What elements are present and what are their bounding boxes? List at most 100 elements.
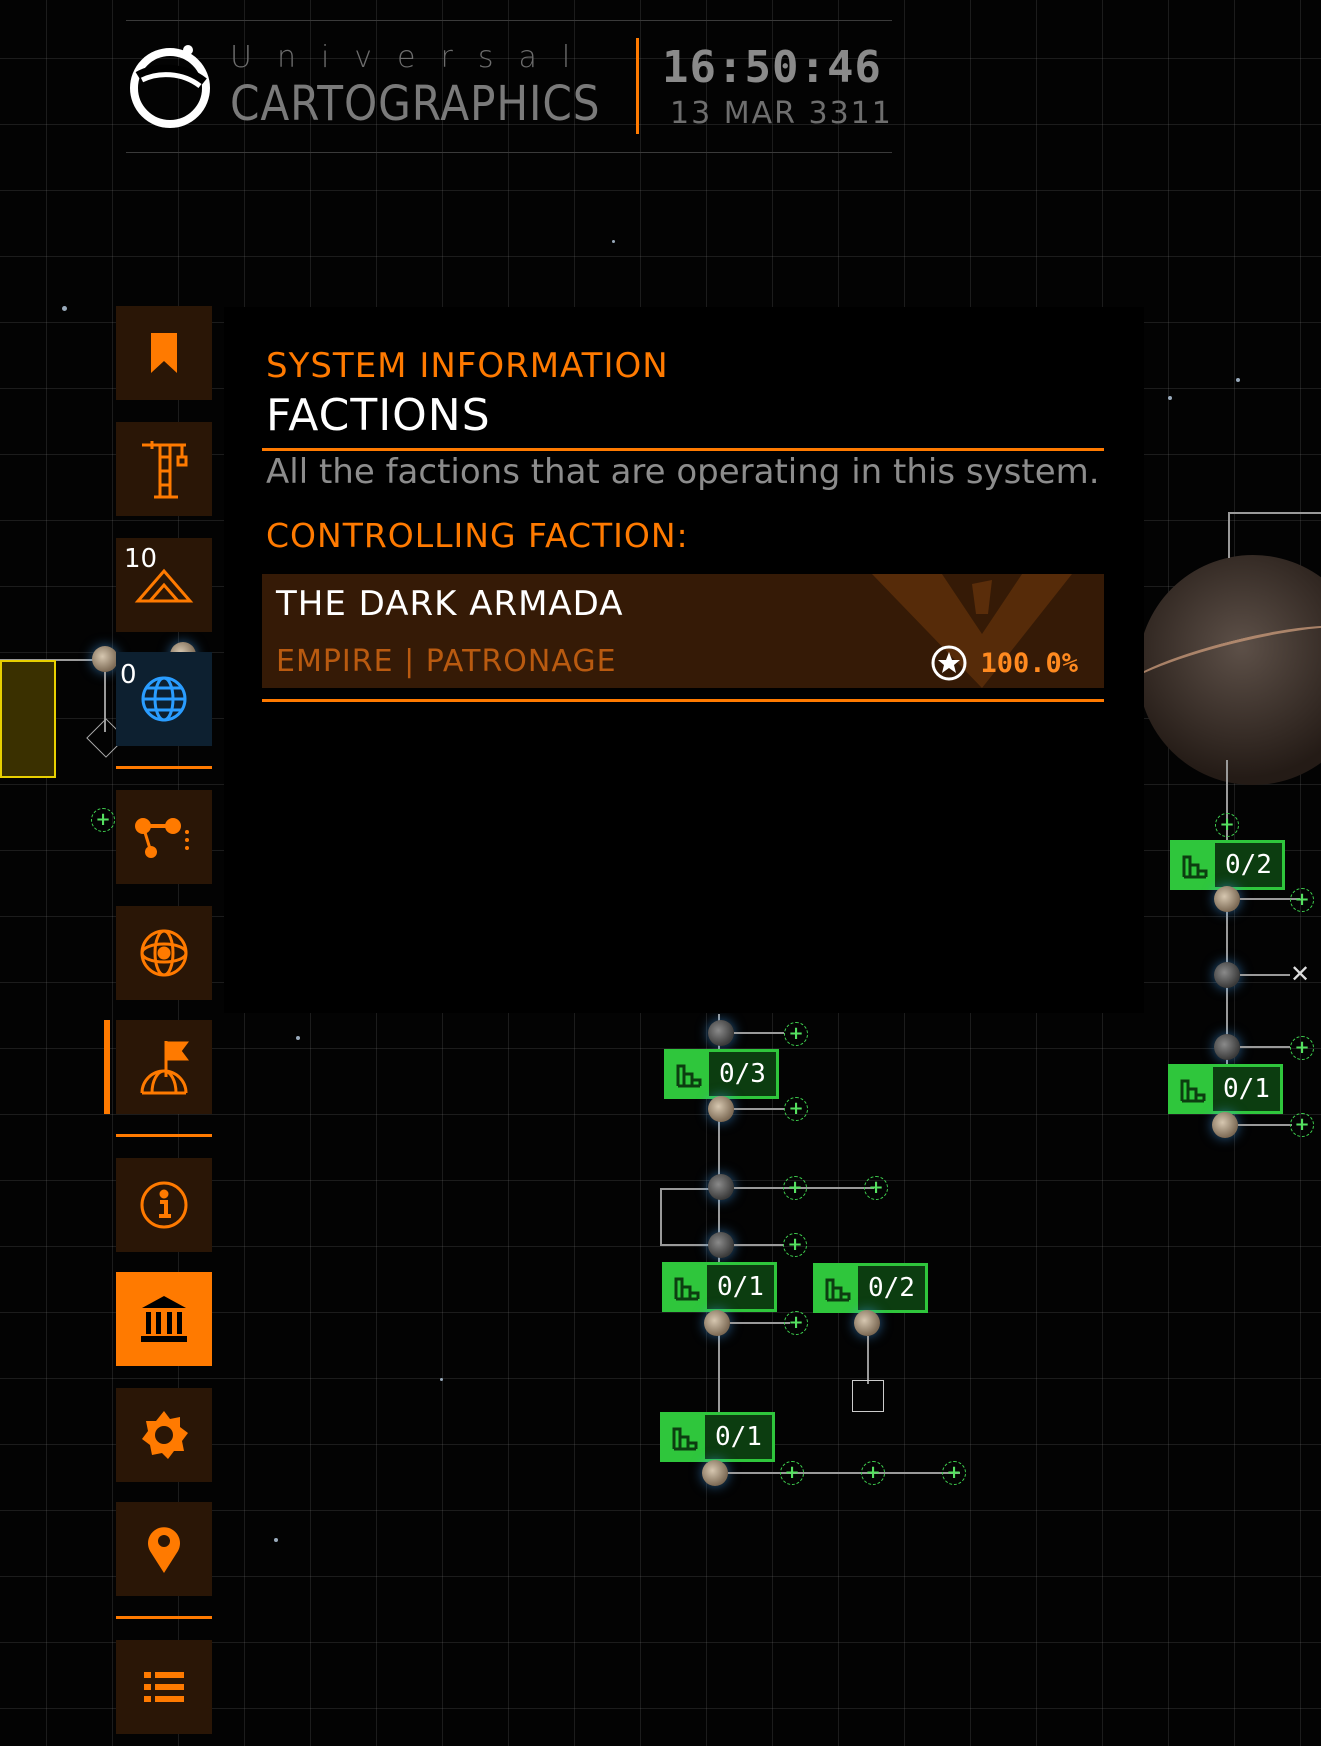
bookmark-icon bbox=[151, 333, 177, 373]
map-body bbox=[1212, 1112, 1238, 1138]
map-body bbox=[708, 1096, 734, 1122]
panel-kicker: SYSTEM INFORMATION bbox=[266, 346, 669, 386]
construction-crane-icon bbox=[142, 441, 188, 499]
station-marker-yellow bbox=[0, 660, 56, 778]
brand-main-text: CARTOGRAPHICS bbox=[230, 76, 601, 132]
map-body bbox=[92, 646, 118, 672]
menu-factions-button[interactable] bbox=[116, 1272, 212, 1366]
map-body bbox=[1214, 1034, 1240, 1060]
menu-ports-button[interactable] bbox=[116, 538, 212, 632]
gas-giant-planet bbox=[1138, 555, 1321, 785]
controlling-faction-label: CONTROLLING FACTION: bbox=[266, 516, 689, 555]
construction-icon bbox=[667, 1052, 709, 1096]
map-link bbox=[734, 1244, 784, 1246]
construction-site-badge[interactable]: 0/2 bbox=[813, 1263, 928, 1313]
construction-site-badge[interactable]: 0/2 bbox=[1170, 840, 1285, 890]
menu-location-button[interactable] bbox=[116, 1502, 212, 1596]
add-node-button[interactable]: + bbox=[864, 1176, 888, 1200]
faction-influence: 100.0% bbox=[930, 644, 1078, 682]
add-node-button[interactable]: + bbox=[91, 808, 115, 832]
menu-list-button[interactable] bbox=[116, 1640, 212, 1734]
map-link bbox=[104, 672, 106, 732]
add-node-button[interactable]: + bbox=[784, 1311, 808, 1335]
faction-card[interactable]: THE DARK ARMADA EMPIRE | PATRONAGE 100.0… bbox=[262, 574, 1104, 688]
add-node-button[interactable]: + bbox=[783, 1233, 807, 1257]
map-body bbox=[708, 1174, 734, 1200]
menu-colonisation-button[interactable] bbox=[116, 1020, 212, 1114]
map-link bbox=[1240, 974, 1290, 976]
menu-separator bbox=[116, 766, 212, 769]
route-icon bbox=[135, 818, 189, 858]
planet-flag-icon bbox=[140, 1041, 189, 1095]
map-body bbox=[708, 1232, 734, 1258]
map-body bbox=[708, 1020, 734, 1046]
menu-active-indicator bbox=[104, 1020, 110, 1114]
star bbox=[62, 306, 67, 311]
map-link bbox=[728, 1472, 960, 1474]
map-link bbox=[1240, 898, 1300, 900]
faction-name: THE DARK ARMADA bbox=[276, 584, 624, 624]
menu-info-button[interactable] bbox=[116, 1158, 212, 1252]
construction-icon bbox=[665, 1265, 707, 1309]
settlement-marker: ✕ bbox=[1290, 960, 1311, 988]
menu-separator bbox=[116, 1616, 212, 1619]
construction-site-badge[interactable]: 0/1 bbox=[662, 1262, 777, 1312]
construction-icon bbox=[1171, 1067, 1213, 1111]
map-body bbox=[854, 1310, 880, 1336]
universal-cartographics-logo bbox=[130, 45, 210, 128]
map-link bbox=[734, 1032, 784, 1034]
add-node-button[interactable]: + bbox=[861, 1461, 885, 1485]
add-node-button[interactable]: + bbox=[1215, 813, 1239, 837]
map-link bbox=[1240, 1046, 1290, 1048]
menu-globe-button[interactable] bbox=[116, 652, 212, 746]
star bbox=[1236, 378, 1240, 382]
construction-progress: 0/1 bbox=[1223, 1074, 1270, 1104]
map-link bbox=[660, 1188, 662, 1246]
construction-site-badge[interactable]: 0/3 bbox=[664, 1049, 779, 1099]
map-body bbox=[704, 1310, 730, 1336]
government-building-icon bbox=[141, 1296, 187, 1342]
construction-site-badge[interactable]: 0/1 bbox=[1168, 1064, 1283, 1114]
construction-site-badge[interactable]: 0/1 bbox=[660, 1412, 775, 1462]
add-node-button[interactable]: + bbox=[783, 1176, 807, 1200]
map-link bbox=[1228, 512, 1321, 514]
map-link bbox=[867, 1336, 869, 1384]
star bbox=[440, 1378, 443, 1381]
influence-star-icon bbox=[931, 645, 967, 681]
menu-settings-button[interactable] bbox=[116, 1388, 212, 1482]
add-node-button[interactable]: + bbox=[1290, 1113, 1314, 1137]
header-rule-top bbox=[126, 20, 892, 21]
construction-icon bbox=[663, 1415, 705, 1459]
add-node-button[interactable]: + bbox=[784, 1022, 808, 1046]
add-node-button[interactable]: + bbox=[1290, 1036, 1314, 1060]
add-node-button[interactable]: + bbox=[942, 1461, 966, 1485]
star bbox=[1168, 396, 1172, 400]
construction-progress: 0/3 bbox=[719, 1059, 766, 1089]
atom-icon bbox=[140, 929, 188, 977]
installation-marker bbox=[852, 1380, 884, 1412]
construction-progress: 0/1 bbox=[715, 1422, 762, 1452]
map-link bbox=[1226, 760, 1228, 1100]
brand-top-text: Universal bbox=[230, 40, 596, 75]
menu-bookmarks-button[interactable] bbox=[116, 306, 212, 400]
menu-construction-button[interactable] bbox=[116, 422, 212, 516]
menu-route-button[interactable] bbox=[116, 790, 212, 884]
panel-description: All the factions that are operating in t… bbox=[266, 452, 1100, 492]
add-node-button[interactable]: + bbox=[780, 1461, 804, 1485]
globe-icon bbox=[141, 676, 187, 722]
add-node-button[interactable]: + bbox=[1290, 888, 1314, 912]
location-pin-icon bbox=[148, 1527, 180, 1573]
panel-title: FACTIONS bbox=[266, 390, 491, 441]
list-icon bbox=[144, 1672, 184, 1702]
ports-icon bbox=[134, 568, 194, 603]
faction-allegiance-government: EMPIRE | PATRONAGE bbox=[276, 644, 617, 679]
settings-gear-icon bbox=[142, 1411, 188, 1459]
star bbox=[296, 1036, 300, 1040]
empire-emblem-icon bbox=[872, 574, 1072, 688]
map-body bbox=[1214, 886, 1240, 912]
add-node-button[interactable]: + bbox=[784, 1097, 808, 1121]
star bbox=[274, 1538, 278, 1542]
menu-bodies-button[interactable] bbox=[116, 906, 212, 1000]
header-rule-bottom bbox=[126, 152, 892, 153]
panel-divider-bottom bbox=[262, 699, 1104, 702]
